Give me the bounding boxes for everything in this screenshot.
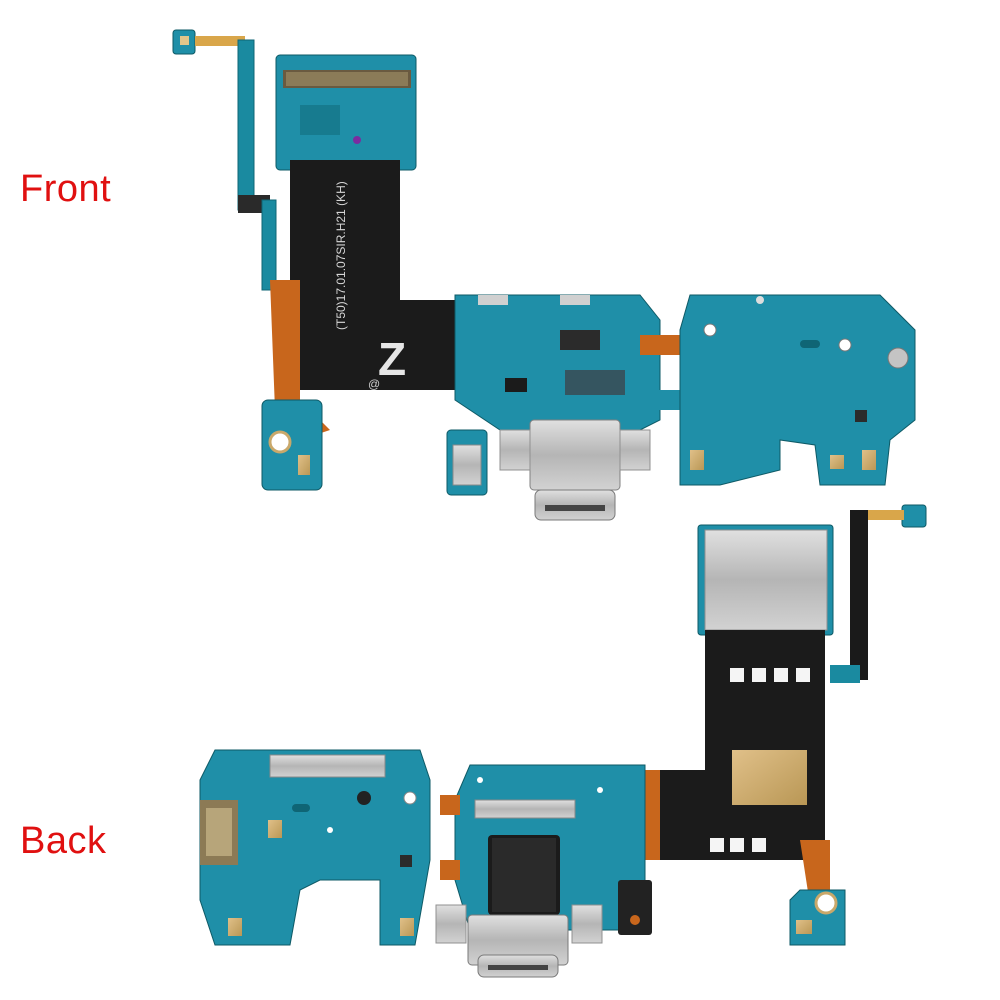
back-label: Back [20,820,107,862]
back-right-leg [789,889,846,946]
front-top-connector-board [275,54,417,171]
back-board [199,504,927,978]
back-black-flex [640,630,830,905]
flex-print-text: (T50)17.01.07SIR.H21 (KH) [334,181,348,330]
front-center-pcb [446,294,700,521]
front-right-pcb [679,294,916,486]
front-label: Front [20,168,112,210]
back-left-pcb [199,749,431,946]
flex-circled-mark: @ [368,377,380,391]
front-left-leg [261,399,323,491]
front-antenna-flex [172,29,277,291]
front-black-flex: (T50)17.01.07SIR.H21 (KH) Z @ [270,160,470,440]
back-antenna-flex [830,504,927,683]
back-center-pcb [435,764,652,978]
flex-logo-text: Z [378,333,406,385]
front-board: (T50)17.01.07SIR.H21 (KH) Z @ [172,29,916,521]
back-top-shield-board [697,524,834,636]
